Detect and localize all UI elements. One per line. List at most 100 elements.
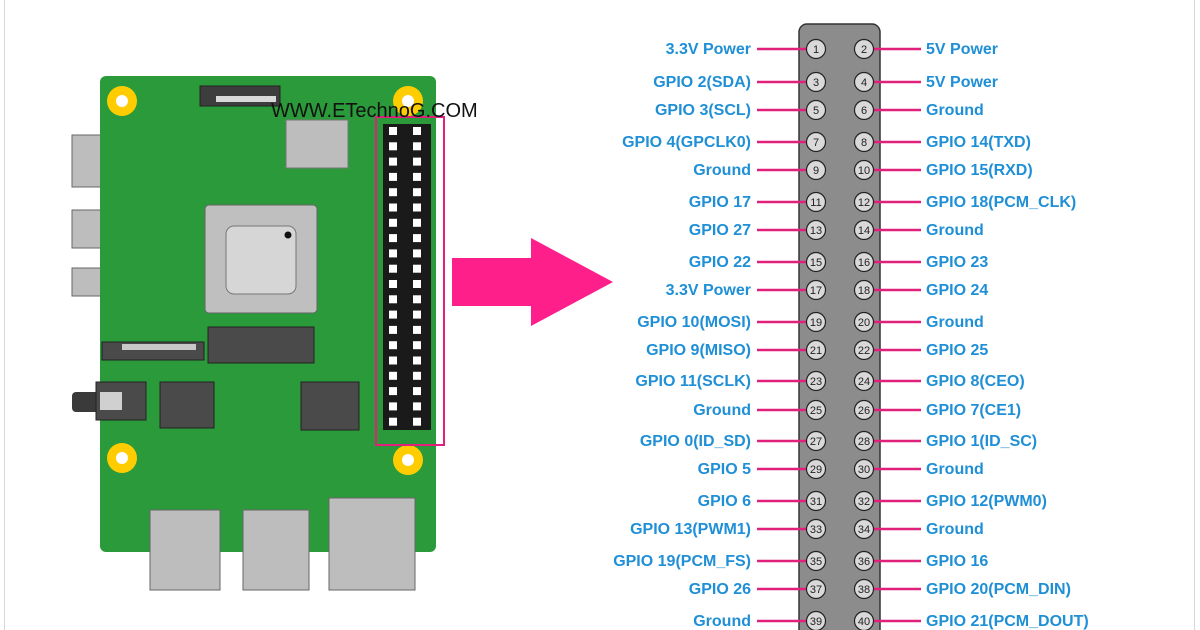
board-header-pin xyxy=(389,203,397,212)
pin-number: 2 xyxy=(861,44,867,56)
board-header-pin xyxy=(389,310,397,319)
pin-circle xyxy=(805,339,827,361)
camera-connector-slot xyxy=(122,344,196,350)
pin-label: GPIO 5 xyxy=(698,461,751,478)
pin-label: GPIO 19(PCM_FS) xyxy=(613,553,751,570)
display-connector-slot xyxy=(216,96,276,102)
pin-number: 23 xyxy=(810,376,822,388)
pin-label: Ground xyxy=(926,461,984,478)
pin-label: Ground xyxy=(926,222,984,239)
board-header-pin xyxy=(389,172,397,181)
pin-number: 8 xyxy=(861,137,867,149)
pin-circle xyxy=(853,311,875,333)
pin-label: Ground xyxy=(926,102,984,119)
pin-number: 13 xyxy=(810,225,822,237)
pin-circle xyxy=(805,131,827,153)
watermark-text: WWW.ETechnoG.COM xyxy=(271,100,478,122)
board-header-pin xyxy=(389,341,397,350)
pin-circle xyxy=(805,191,827,213)
board-header-pin xyxy=(413,387,421,396)
board-header-pin xyxy=(413,218,421,227)
pin-circle xyxy=(853,191,875,213)
pin-circle xyxy=(805,71,827,93)
board-header-pin xyxy=(389,249,397,258)
pin-label: 3.3V Power xyxy=(666,41,751,58)
pin-number: 7 xyxy=(813,137,819,149)
pin-label: GPIO 9(MISO) xyxy=(646,342,751,359)
pin-number: 19 xyxy=(810,317,822,329)
pin-label: GPIO 3(SCL) xyxy=(655,102,751,119)
pin-number: 27 xyxy=(810,436,822,448)
board-header-pin xyxy=(413,127,421,135)
board-header-pin xyxy=(389,356,397,365)
pin-number: 20 xyxy=(858,317,870,329)
pin-circle xyxy=(805,311,827,333)
pin-label: GPIO 20(PCM_DIN) xyxy=(926,581,1071,598)
pin-number: 35 xyxy=(810,556,822,568)
board-header-pin xyxy=(389,295,397,304)
pin-label: GPIO 8(CEO) xyxy=(926,373,1025,390)
board-header-pin xyxy=(389,234,397,243)
pcb-board xyxy=(100,76,436,552)
pin-label: GPIO 2(SDA) xyxy=(653,74,751,91)
pin-number: 25 xyxy=(810,405,822,417)
pin-label: GPIO 13(PWM1) xyxy=(630,521,751,538)
pin-label: Ground xyxy=(926,314,984,331)
pin-number: 24 xyxy=(858,376,870,388)
pin-circle xyxy=(853,38,875,60)
pin-label: GPIO 16 xyxy=(926,553,988,570)
pin-label: GPIO 11(SCLK) xyxy=(635,373,751,390)
mount-hole-bottom-left-center xyxy=(116,452,128,464)
board-header-pin xyxy=(413,402,421,411)
pin-number: 12 xyxy=(858,197,870,209)
pin-label: GPIO 10(MOSI) xyxy=(637,314,751,331)
raspberry-pi-board xyxy=(71,76,445,591)
pin-circle xyxy=(805,490,827,512)
pin-circle xyxy=(853,399,875,421)
pin-label: GPIO 27 xyxy=(689,222,751,239)
board-header-pin xyxy=(413,234,421,243)
pin-label: Ground xyxy=(693,402,751,419)
board-header-pin xyxy=(413,371,421,380)
pin-number: 1 xyxy=(813,44,819,56)
pin-label: GPIO 1(ID_SC) xyxy=(926,433,1037,450)
board-header-pin xyxy=(389,264,397,273)
pin-label: GPIO 23 xyxy=(926,254,988,271)
pin-circle xyxy=(805,219,827,241)
board-header-pin xyxy=(413,172,421,181)
board-header-pin xyxy=(389,325,397,334)
pin-label: GPIO 12(PWM0) xyxy=(926,493,1047,510)
pin-label: 3.3V Power xyxy=(666,282,751,299)
pin-number: 4 xyxy=(861,77,867,89)
ethernet-controller-chip xyxy=(300,381,360,431)
board-header-pin xyxy=(389,280,397,288)
board-header-pin xyxy=(413,203,421,212)
pin-number: 18 xyxy=(858,285,870,297)
pin-number: 6 xyxy=(861,105,867,117)
pin-circle xyxy=(805,38,827,60)
pin-label: Ground xyxy=(926,521,984,538)
pin-number: 11 xyxy=(810,197,821,209)
pin-circle xyxy=(853,458,875,480)
board-header-pin xyxy=(413,157,421,166)
pin-circle xyxy=(853,430,875,452)
pin-number: 14 xyxy=(858,225,870,237)
pin-number: 31 xyxy=(810,496,822,508)
pin-label: GPIO 15(RXD) xyxy=(926,162,1033,179)
pin-circle xyxy=(805,550,827,572)
pin-number: 37 xyxy=(810,584,822,596)
pin-number: 40 xyxy=(858,616,870,628)
pin-label: GPIO 14(TXD) xyxy=(926,134,1031,151)
image-frame xyxy=(4,0,1195,630)
board-header-pin xyxy=(413,249,421,258)
board-header-pin xyxy=(389,402,397,411)
pin-circle xyxy=(853,339,875,361)
usb-controller-chip xyxy=(159,381,215,429)
board-header-pin xyxy=(389,157,397,166)
pin-number: 9 xyxy=(813,165,819,177)
audio-jack-plug xyxy=(72,392,102,412)
pin-label: GPIO 21(PCM_DOUT) xyxy=(926,613,1089,630)
board-header-pin xyxy=(413,280,421,288)
pin-number: 39 xyxy=(810,616,822,628)
